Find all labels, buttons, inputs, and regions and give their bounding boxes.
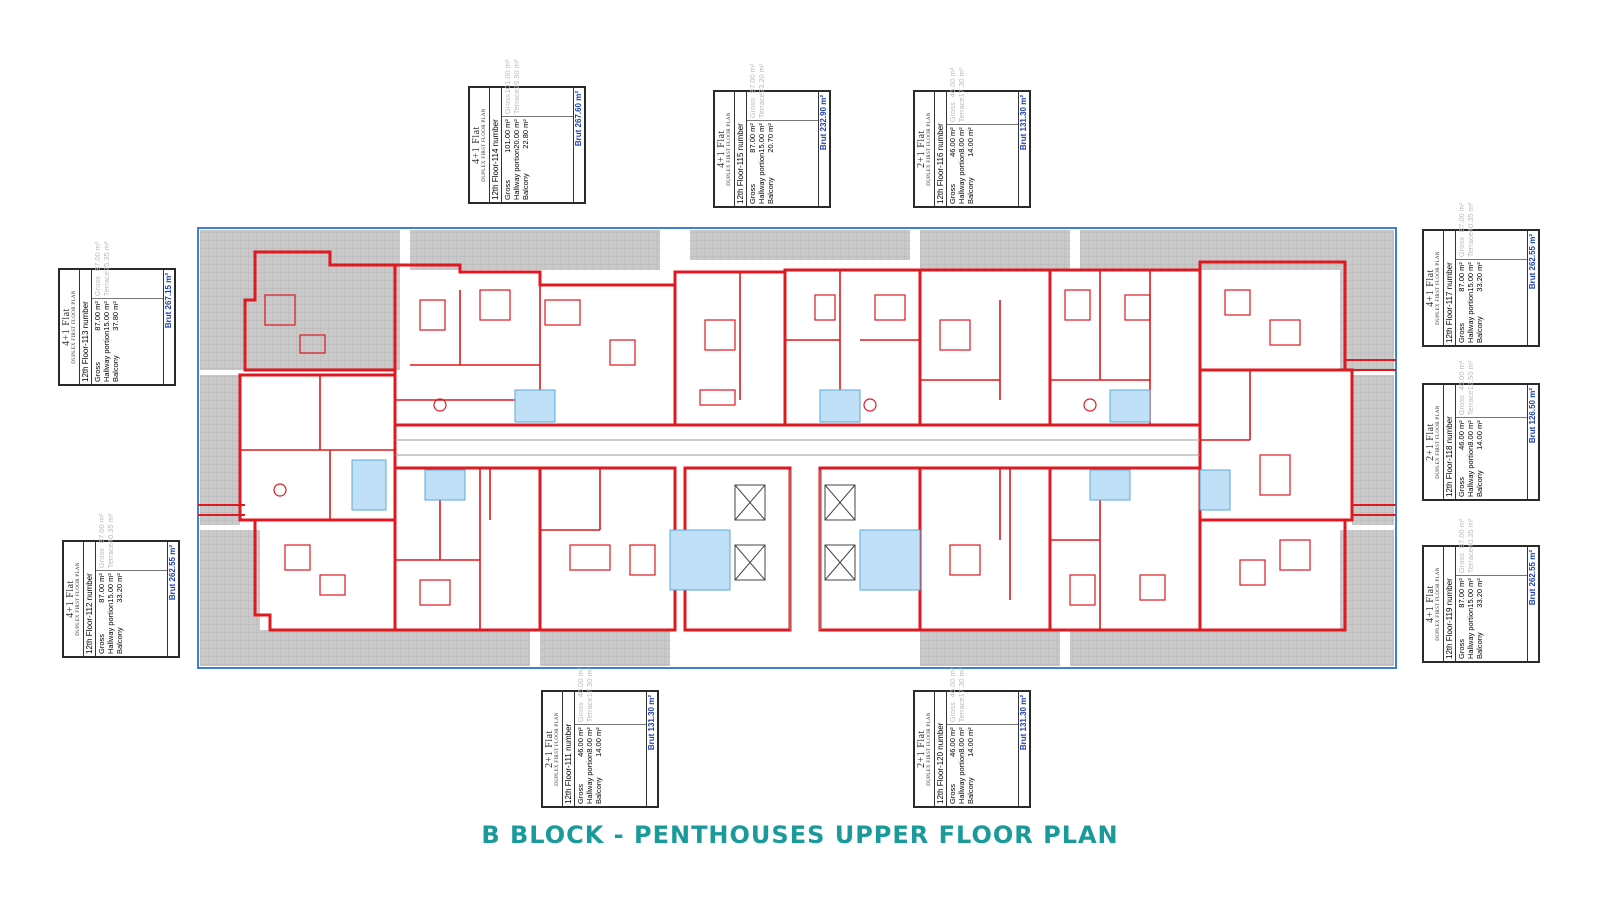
flat-type: 4+1 Flat (716, 130, 727, 168)
floor-line: 12th Floor-113 number (80, 270, 92, 384)
plan-subtitle: DUPLEX FIRST FLOOR PLAN (927, 712, 932, 786)
page-title: B BLOCK - PENTHOUSES UPPER FLOOR PLAN (481, 821, 1119, 849)
floor-line: 12th Floor-112 number (84, 542, 96, 656)
brut-total: Brut 262.55 m² (1527, 231, 1538, 345)
floor-line: 12th Floor-119 number (1444, 547, 1456, 661)
flat-type: 4+1 Flat (1425, 585, 1436, 623)
furniture (264, 289, 1311, 606)
plan-subtitle: DUPLEX FIRST FLOOR PLAN (555, 712, 560, 786)
floor-line: 12th Floor-116 number (935, 92, 947, 206)
floor-line: 12th Floor-114 number (490, 88, 502, 202)
brut-total: Brut 267.15 m² (163, 270, 174, 384)
brut-total: Brut 262.55 m² (167, 542, 178, 656)
flat-type: 4+1 Flat (61, 308, 72, 346)
floor-line: 12th Floor-115 number (735, 92, 747, 206)
plan-subtitle: DUPLEX FIRST FLOOR PLAN (482, 108, 487, 182)
plan-subtitle: DUPLEX FIRST FLOOR PLAN (72, 290, 77, 364)
flat-type: 2+1 Flat (916, 730, 927, 768)
plan-subtitle: DUPLEX FIRST FLOOR PLAN (76, 562, 81, 636)
plan-subtitle: DUPLEX FIRST FLOOR PLAN (727, 112, 732, 186)
flat-type: 2+1 Flat (916, 130, 927, 168)
floor-line: 12th Floor-120 number (935, 692, 947, 806)
corridor (395, 439, 1200, 630)
brut-total: Brut 131.30 m² (1018, 92, 1029, 206)
flat-type: 2+1 Flat (544, 730, 555, 768)
flat-type: 4+1 Flat (65, 580, 76, 618)
flat-type: 2+1 Flat (1425, 423, 1436, 461)
plan-subtitle: DUPLEX FIRST FLOOR PLAN (1436, 567, 1441, 641)
brut-total: Brut 126.50 m² (1527, 385, 1538, 499)
brut-total: Brut 232.90 m² (818, 92, 829, 206)
brut-total: Brut 267.60 m² (573, 88, 584, 202)
floor-line: 12th Floor-117 number (1444, 231, 1456, 345)
brut-total: Brut 262.55 m² (1527, 547, 1538, 661)
brut-total: Brut 131.30 m² (646, 692, 657, 806)
plan-subtitle: DUPLEX FIRST FLOOR PLAN (927, 112, 932, 186)
brut-total: Brut 131.30 m² (1018, 692, 1029, 806)
stairs (351, 389, 1231, 591)
plan-subtitle: DUPLEX FIRST FLOOR PLAN (1436, 405, 1441, 479)
balcony-rails (198, 359, 1396, 516)
elevators (734, 484, 856, 581)
flat-type: 4+1 Flat (1425, 269, 1436, 307)
floor-line: 12th Floor-111 number (563, 692, 575, 806)
partitions (240, 270, 1251, 630)
floor-line: 12th Floor-118 number (1444, 385, 1456, 499)
flat-type: 4+1 Flat (471, 126, 482, 164)
plan-subtitle: DUPLEX FIRST FLOOR PLAN (1436, 251, 1441, 325)
